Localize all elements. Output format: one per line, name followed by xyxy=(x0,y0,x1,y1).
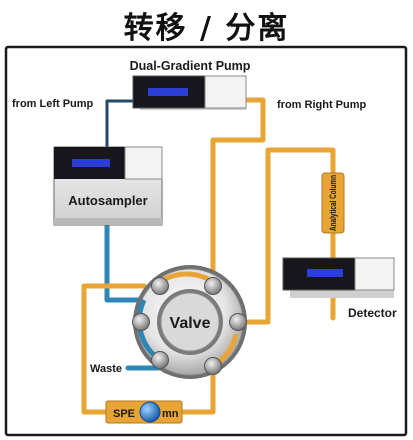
spe-column: SPE mn xyxy=(105,400,183,424)
analytical-column: Analytical Column xyxy=(321,172,345,234)
port-upper-right xyxy=(204,277,222,295)
page-title: 转移 / 分离 xyxy=(123,11,290,46)
right-pump-line xyxy=(210,97,266,289)
spe-column-label: SPE xyxy=(113,408,135,420)
spe-return-line xyxy=(177,369,216,415)
valve-label: Valve xyxy=(170,315,211,332)
port-right xyxy=(229,313,247,331)
port-lower-left xyxy=(151,351,169,369)
pump-screen xyxy=(148,88,188,96)
waste-label: Waste xyxy=(90,363,122,375)
port-upper-left xyxy=(151,277,169,295)
autosampler xyxy=(53,146,163,226)
switching-valve xyxy=(132,265,247,379)
detector-label: Detector xyxy=(348,306,397,320)
spe-bead-icon xyxy=(139,401,161,423)
valve-ports xyxy=(132,277,247,375)
port-lower-right xyxy=(204,357,222,375)
autosampler-screen xyxy=(72,159,110,167)
left-pump-line xyxy=(105,99,135,150)
autosampler-label: Autosampler xyxy=(68,193,147,208)
from-right-pump-label: from Right Pump xyxy=(277,99,366,111)
analytical-column-label: Analytical Column xyxy=(328,175,338,231)
detector-screen xyxy=(307,269,343,277)
from-left-pump-label: from Left Pump xyxy=(12,98,94,110)
port-left xyxy=(132,313,150,331)
autosampler-to-valve-line xyxy=(104,219,147,303)
spe-column-label-suffix: mn xyxy=(162,408,179,420)
detector xyxy=(282,257,395,298)
tubing xyxy=(81,97,336,415)
dual-gradient-pump xyxy=(132,75,247,110)
pump-label: Dual-Gradient Pump xyxy=(130,59,251,73)
spe-loop-line xyxy=(81,283,147,415)
valve-to-column-line xyxy=(235,147,336,325)
